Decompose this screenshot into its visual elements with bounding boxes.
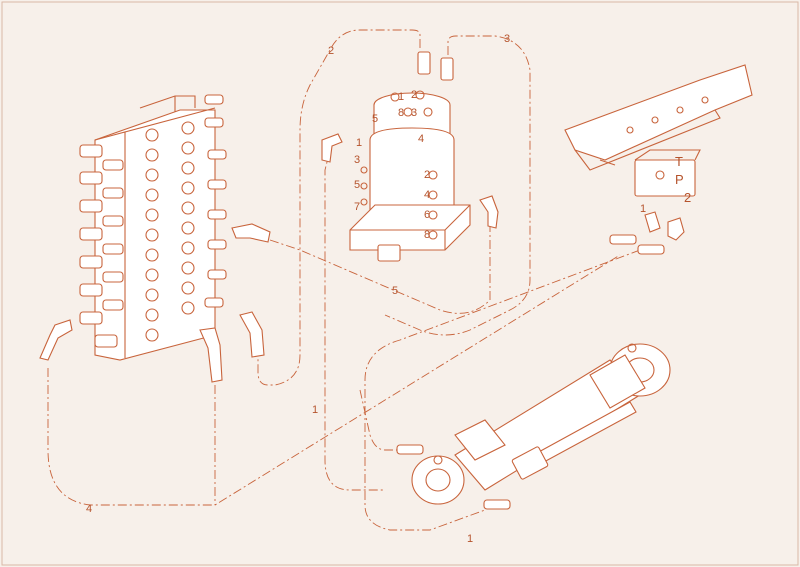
hose-5-route [269, 225, 491, 314]
elbow-fitting [199, 327, 223, 383]
hose-2-route [257, 29, 421, 386]
port-label: 3 [411, 107, 417, 119]
hose-3-route [384, 35, 531, 336]
port-label: 8 [398, 107, 404, 119]
port-label: 4 [418, 133, 424, 145]
port-label: 8 [424, 229, 430, 241]
elbow-fitting [39, 319, 73, 361]
valve-right-ports [181, 121, 195, 315]
port-label: 5 [372, 113, 378, 125]
hose-label: 4 [86, 503, 92, 515]
port-label-t: T [675, 154, 683, 169]
valve-middle-bolts [145, 128, 159, 342]
pedal-valve-port-labels: T P 1 2 [640, 154, 691, 215]
elbow-fitting [231, 223, 271, 243]
hose-labels: 1 1 2 3 4 5 [86, 33, 510, 545]
port-label-1: 1 [640, 203, 646, 215]
valve-right-fittings [204, 94, 227, 308]
hose-label: 1 [312, 404, 318, 416]
port-label: 4 [424, 189, 430, 201]
elbow-fitting [239, 311, 265, 358]
swivel-joint [321, 51, 499, 262]
hose-label: 3 [504, 33, 510, 45]
hose-label: 5 [392, 285, 398, 297]
hose-routes [47, 29, 641, 531]
port-label-p: P [675, 172, 684, 187]
hose-cyl-upper-route [359, 389, 410, 451]
port-label: 7 [354, 201, 360, 213]
hose-label: 1 [467, 533, 473, 545]
port-label: 5 [354, 179, 360, 191]
port-label-2: 2 [684, 190, 691, 205]
port-label: 6 [424, 209, 430, 221]
hose-1-lower-route [364, 249, 641, 531]
port-label: 3 [354, 154, 360, 166]
hose-4-route [47, 254, 621, 506]
swivel-port-labels: 1 2 8 3 4 5 1 3 5 2 4 6 8 7 [354, 89, 430, 241]
port-label: 1 [398, 91, 404, 103]
hose-label: 2 [328, 45, 334, 57]
control-valve-block [79, 94, 227, 361]
hose-1-upper-route [324, 149, 385, 491]
port-label: 2 [424, 169, 430, 181]
port-label: 1 [356, 137, 362, 149]
hose-end-fittings [39, 223, 271, 383]
port-label: 2 [411, 89, 417, 101]
valve-left-fittings [79, 144, 124, 348]
pedal-valve [564, 64, 753, 255]
hydraulic-cylinder [396, 343, 671, 510]
